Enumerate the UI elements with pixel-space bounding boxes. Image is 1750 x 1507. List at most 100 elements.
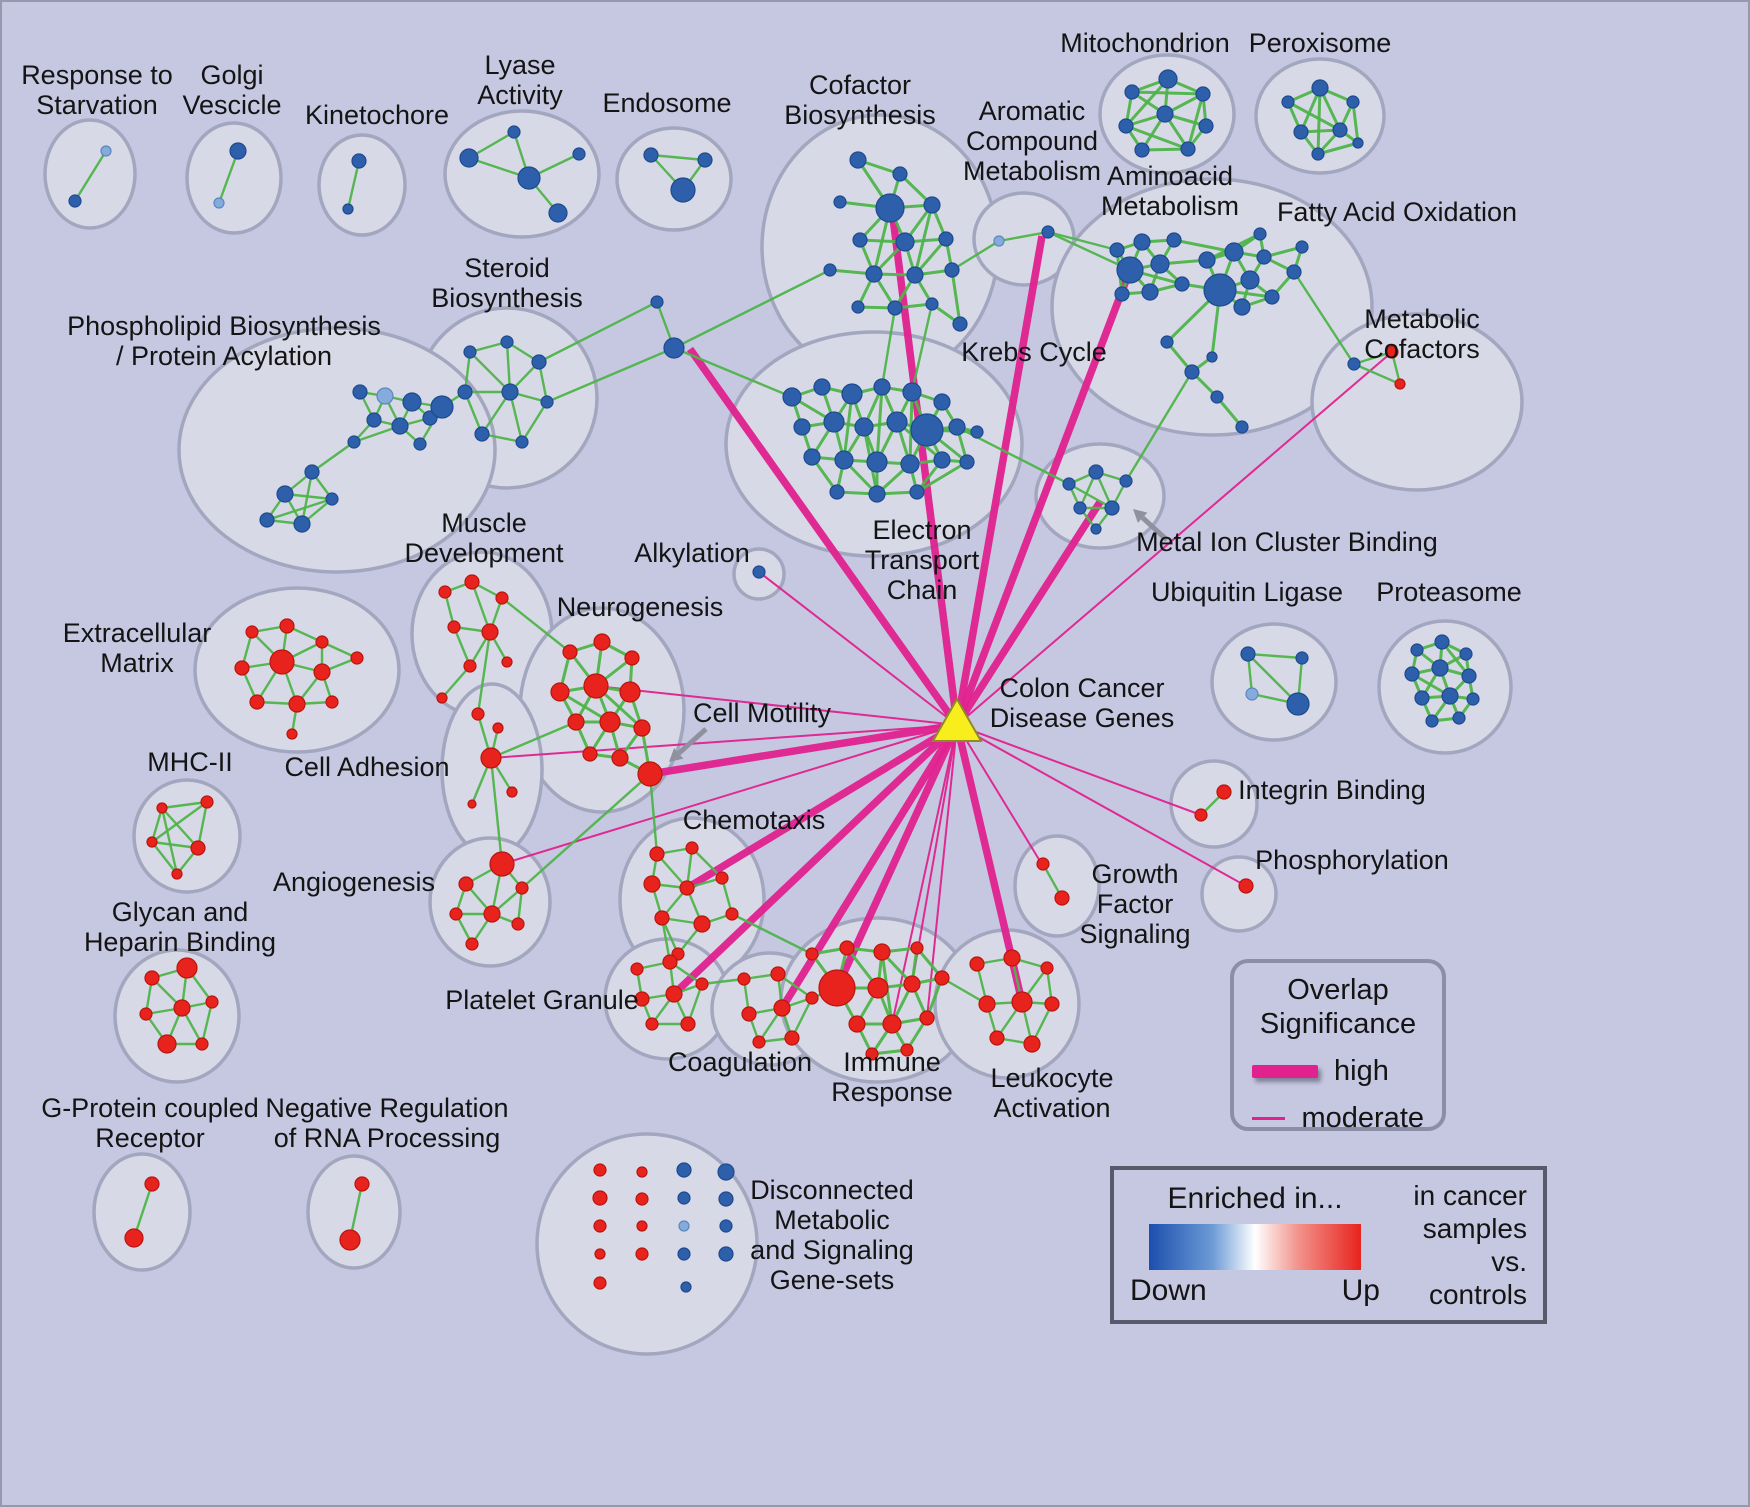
gene-set-node-lyase-activity[interactable] — [459, 148, 479, 168]
gene-set-node-disconnected-gene-sets[interactable] — [680, 1281, 692, 1293]
gene-set-node-immune-response[interactable] — [805, 947, 819, 961]
gene-set-node-muscle-development[interactable] — [481, 623, 499, 641]
gene-set-node-neurogenesis[interactable] — [582, 746, 598, 762]
gene-set-node-neurogenesis[interactable] — [567, 713, 585, 731]
gene-set-node-cofactor-biosynthesis[interactable] — [944, 262, 960, 278]
gene-set-node-cell-adhesion[interactable] — [492, 722, 504, 734]
gene-set-node-cofactor-biosynthesis[interactable] — [923, 196, 941, 214]
gene-set-node-proteasome[interactable] — [1431, 659, 1449, 677]
gene-set-node-krebs-cycle-electron-transport-chain[interactable] — [868, 485, 886, 503]
gene-set-node-neurogenesis[interactable] — [637, 761, 663, 787]
gene-set-node-cofactor-biosynthesis[interactable] — [875, 193, 905, 223]
gene-set-node-leukocyte-activation[interactable] — [1044, 996, 1060, 1012]
gene-set-node-proteasome[interactable] — [1404, 666, 1420, 682]
gene-set-node-cell-adhesion[interactable] — [467, 799, 477, 809]
gene-set-node-immune-response[interactable] — [865, 1047, 879, 1061]
gene-set-node-growth-factor-signaling[interactable] — [1054, 890, 1070, 906]
gene-set-node-extracellular-matrix[interactable] — [234, 660, 250, 676]
gene-set-node-glycan-and-heparin-binding[interactable] — [173, 999, 191, 1017]
gene-set-node-chemotaxis[interactable] — [693, 915, 711, 933]
gene-set-node-immune-response[interactable] — [903, 975, 921, 993]
gene-set-node-aminoacid-metabolism-fatty-acid-oxidation[interactable] — [1109, 242, 1125, 258]
gene-set-node-steroid-biosynthesis[interactable] — [457, 384, 473, 400]
gene-set-node-aminoacid-metabolism-fatty-acid-oxidation[interactable] — [1114, 286, 1130, 302]
gene-set-node-aminoacid-metabolism-fatty-acid-oxidation[interactable] — [1184, 364, 1200, 380]
gene-set-node-angiogenesis[interactable] — [458, 876, 474, 892]
gene-set-node-endosome[interactable] — [670, 177, 696, 203]
gene-set-node-chemotaxis[interactable] — [679, 880, 695, 896]
gene-set-node-muscle-development[interactable] — [438, 585, 452, 599]
gene-set-node-leukocyte-activation[interactable] — [1011, 991, 1033, 1013]
gene-set-node-metal-ion-cluster-binding[interactable] — [1088, 464, 1104, 480]
gene-set-node-aminoacid-metabolism-fatty-acid-oxidation[interactable] — [1286, 264, 1302, 280]
gene-set-node-immune-response[interactable] — [848, 1015, 866, 1033]
gene-set-node-phospholipid-biosynthesis-protein-acylation[interactable] — [376, 387, 394, 405]
gene-set-node-g-protein-coupled-receptor[interactable] — [144, 1176, 160, 1192]
gene-set-node-response-to-starvation[interactable] — [100, 145, 112, 157]
gene-set-node-angiogenesis[interactable] — [449, 907, 463, 921]
gene-set-node-steroid-biosynthesis[interactable] — [540, 395, 554, 409]
gene-set-node-coagulation[interactable] — [805, 991, 819, 1005]
gene-set-node-extracellular-matrix[interactable] — [350, 651, 364, 665]
gene-set-node-phospholipid-biosynthesis-protein-acylation[interactable] — [413, 437, 427, 451]
gene-set-node-mitochondrion[interactable] — [1134, 142, 1150, 158]
gene-set-node-aminoacid-metabolism-fatty-acid-oxidation[interactable] — [1133, 233, 1151, 251]
gene-set-node-steroid-biosynthesis[interactable] — [463, 345, 477, 359]
gene-set-node-muscle-development[interactable] — [436, 692, 448, 704]
gene-set-node-lyase-activity[interactable] — [517, 166, 541, 190]
gene-set-node-muscle-development[interactable] — [495, 591, 509, 605]
gene-set-node-extracellular-matrix[interactable] — [269, 649, 295, 675]
gene-set-node-aminoacid-metabolism-fatty-acid-oxidation[interactable] — [1295, 240, 1309, 254]
gene-set-node-krebs-cycle-electron-transport-chain[interactable] — [803, 448, 821, 466]
gene-set-node-phosphorylation[interactable] — [1238, 878, 1254, 894]
gene-set-node-coagulation[interactable] — [770, 966, 786, 982]
gene-set-node-peroxisome[interactable] — [1311, 79, 1329, 97]
gene-set-node-disconnected-gene-sets[interactable] — [592, 1190, 608, 1206]
gene-set-node-steroid-biosynthesis[interactable] — [501, 383, 519, 401]
gene-set-node-immune-response[interactable] — [900, 1043, 914, 1057]
gene-set-node-disconnected-gene-sets[interactable] — [593, 1276, 607, 1290]
gene-set-node-cofactor-biosynthesis[interactable] — [938, 231, 954, 247]
gene-set-node-chemotaxis[interactable] — [725, 907, 739, 921]
gene-set-node-extracellular-matrix[interactable] — [315, 635, 329, 649]
gene-set-node-mitochondrion[interactable] — [1118, 118, 1134, 134]
gene-set-node-muscle-development[interactable] — [464, 574, 480, 590]
gene-set-node-proteasome[interactable] — [1410, 643, 1424, 657]
gene-set-node-phospholipid-biosynthesis-protein-acylation[interactable] — [325, 492, 339, 506]
gene-set-node-aminoacid-metabolism-fatty-acid-oxidation[interactable] — [1198, 251, 1216, 269]
gene-set-node-proteasome[interactable] — [1434, 634, 1450, 650]
gene-set-node-disconnected-gene-sets[interactable] — [635, 1192, 649, 1206]
gene-set-node-aminoacid-metabolism-fatty-acid-oxidation[interactable] — [1240, 270, 1260, 290]
gene-set-node-aminoacid-metabolism-fatty-acid-oxidation[interactable] — [1210, 390, 1224, 404]
gene-set-node-proteasome[interactable] — [1414, 690, 1430, 706]
gene-set-node-aminoacid-metabolism-fatty-acid-oxidation[interactable] — [1141, 283, 1159, 301]
gene-set-node-immune-response[interactable] — [873, 943, 891, 961]
gene-set-node-g-protein-coupled-receptor[interactable] — [124, 1228, 144, 1248]
gene-set-node-immune-response[interactable] — [934, 970, 950, 986]
gene-set-node-krebs-cycle-electron-transport-chain[interactable] — [782, 387, 802, 407]
gene-set-node-ubiquitin-ligase[interactable] — [1245, 687, 1259, 701]
gene-set-node-aminoacid-metabolism-fatty-acid-oxidation[interactable] — [1166, 232, 1182, 248]
gene-set-node-golgi-vescicle[interactable] — [213, 197, 225, 209]
gene-set-node-immune-response[interactable] — [882, 1014, 902, 1034]
gene-set-node-golgi-vescicle[interactable] — [229, 142, 247, 160]
gene-set-node-chemotaxis[interactable] — [643, 875, 661, 893]
gene-set-node-aminoacid-metabolism-fatty-acid-oxidation[interactable] — [1160, 335, 1174, 349]
gene-set-node-angiogenesis[interactable] — [511, 917, 525, 931]
gene-set-node-krebs-cycle-electron-transport-chain[interactable] — [900, 454, 920, 474]
gene-set-node-disconnected-gene-sets[interactable] — [594, 1248, 606, 1260]
gene-set-node-kinetochore[interactable] — [351, 153, 367, 169]
gene-set-node-angiogenesis[interactable] — [483, 905, 501, 923]
gene-set-node-krebs-cycle-electron-transport-chain[interactable] — [813, 378, 831, 396]
gene-set-node-chemotaxis[interactable] — [649, 846, 665, 862]
gene-set-node-glycan-and-heparin-binding[interactable] — [195, 1037, 209, 1051]
gene-set-node-peroxisome[interactable] — [1346, 95, 1360, 109]
gene-set-node-krebs-cycle-electron-transport-chain[interactable] — [910, 413, 944, 447]
gene-set-node-extracellular-matrix[interactable] — [279, 618, 295, 634]
gene-set-node-coagulation[interactable] — [773, 999, 791, 1017]
gene-set-node-coagulation[interactable] — [752, 1035, 766, 1049]
gene-set-node-response-to-starvation[interactable] — [68, 194, 82, 208]
gene-set-node-endosome[interactable] — [697, 152, 713, 168]
gene-set-node-integrin-binding[interactable] — [1216, 784, 1232, 800]
gene-set-node-krebs-cycle-electron-transport-chain[interactable] — [902, 382, 922, 402]
